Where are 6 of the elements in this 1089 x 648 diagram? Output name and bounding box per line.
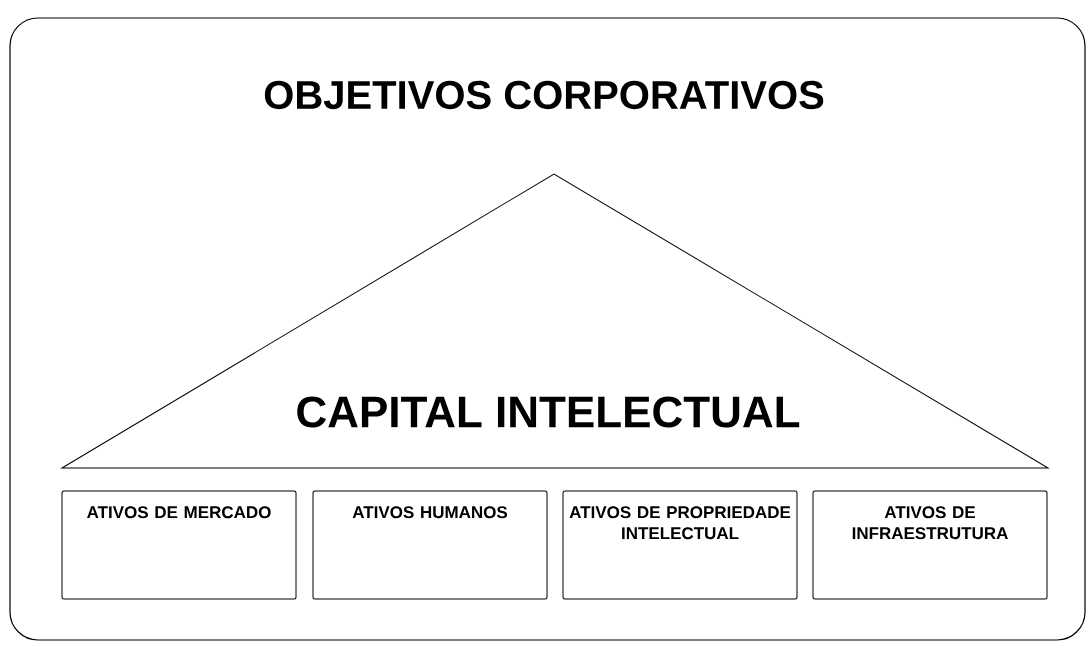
asset-box: ATIVOS DE MERCADO bbox=[61, 490, 297, 600]
asset-box: ATIVOS DE INFRAESTRUTURA bbox=[812, 490, 1048, 600]
title: OBJETIVOS CORPORATIVOS bbox=[264, 80, 824, 110]
triangle: CAPITAL INTELECTUAL bbox=[61, 173, 1049, 469]
asset-box: ATIVOS HUMANOS bbox=[312, 490, 548, 600]
asset-box: ATIVOS DE PROPRIEDADE INTELECTUAL bbox=[562, 490, 798, 600]
